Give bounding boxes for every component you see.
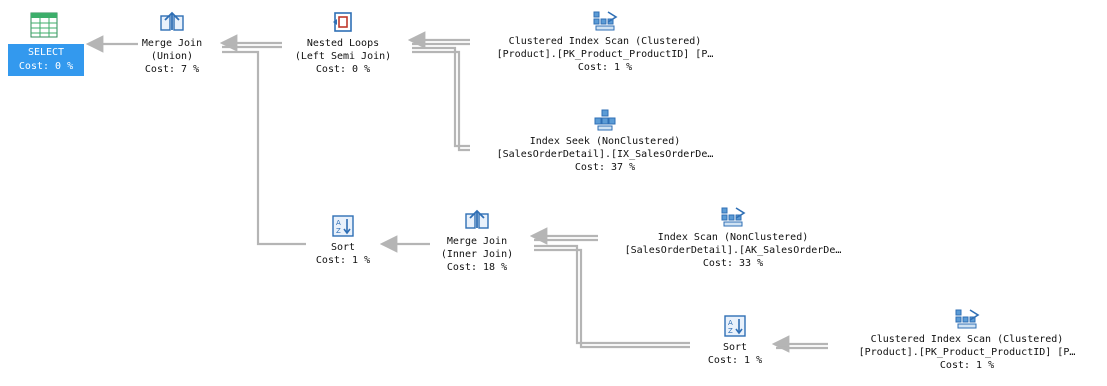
node-cost: Cost: 1 % bbox=[577, 62, 633, 73]
nested-loops-icon bbox=[330, 10, 356, 34]
merge-join-inner-node[interactable]: Merge Join (Inner Join) Cost: 18 % bbox=[424, 208, 530, 274]
node-cost: Cost: 0 % bbox=[315, 64, 371, 75]
sort-icon: A Z bbox=[330, 214, 356, 238]
node-subtitle: (Inner Join) bbox=[440, 249, 514, 260]
node-subtitle: (Left Semi Join) bbox=[294, 51, 392, 62]
index-scan-icon bbox=[720, 204, 746, 228]
clustered-index-scan-node-1[interactable]: Clustered Index Scan (Clustered) [Produc… bbox=[470, 8, 740, 74]
node-cost: Cost: 1 % bbox=[939, 360, 995, 371]
node-cost: Cost: 33 % bbox=[702, 258, 764, 269]
node-subtitle: [SalesOrderDetail].[IX_SalesOrderDe… bbox=[496, 149, 714, 160]
node-cost: Cost: 0 % bbox=[18, 61, 74, 72]
svg-text:A: A bbox=[336, 219, 341, 227]
node-subtitle: [Product].[PK_Product_ProductID] [P… bbox=[858, 347, 1076, 358]
node-cost: Cost: 18 % bbox=[446, 262, 508, 273]
clustered-index-scan-node-2[interactable]: Clustered Index Scan (Clustered) [Produc… bbox=[832, 306, 1102, 372]
index-scan-node[interactable]: Index Scan (NonClustered) [SalesOrderDet… bbox=[598, 204, 868, 270]
select-node[interactable]: SELECT Cost: 0 % bbox=[8, 44, 84, 76]
node-title: Clustered Index Scan (Clustered) bbox=[870, 334, 1064, 345]
index-seek-icon bbox=[592, 108, 618, 132]
merge-join-icon bbox=[464, 208, 490, 232]
sort-node-1[interactable]: A Z Sort Cost: 1 % bbox=[298, 214, 388, 267]
arrow-seek-to-nestedloops bbox=[412, 46, 470, 148]
node-title: Merge Join bbox=[446, 236, 508, 247]
node-title: Clustered Index Scan (Clustered) bbox=[508, 36, 702, 47]
arrow-sort2-to-mergejoin bbox=[534, 244, 690, 345]
table-grid-icon bbox=[30, 12, 58, 38]
node-cost: Cost: 1 % bbox=[707, 355, 763, 366]
sort-node-2[interactable]: A Z Sort Cost: 1 % bbox=[690, 314, 780, 367]
index-seek-node[interactable]: Index Seek (NonClustered) [SalesOrderDet… bbox=[470, 108, 740, 174]
arrow-sort1-to-mergejoin bbox=[222, 50, 306, 246]
node-title: Index Scan (NonClustered) bbox=[657, 232, 809, 243]
node-title: Merge Join bbox=[141, 38, 203, 49]
node-title: Sort bbox=[330, 242, 356, 253]
node-subtitle: [SalesOrderDetail].[AK_SalesOrderDe… bbox=[624, 245, 842, 256]
nested-loops-node[interactable]: Nested Loops (Left Semi Join) Cost: 0 % bbox=[278, 10, 408, 76]
clustered-index-scan-icon bbox=[592, 8, 618, 32]
node-title: Nested Loops bbox=[306, 38, 380, 49]
node-cost: Cost: 1 % bbox=[315, 255, 371, 266]
node-subtitle: (Union) bbox=[150, 51, 194, 62]
node-subtitle: [Product].[PK_Product_ProductID] [P… bbox=[496, 49, 714, 60]
node-cost: Cost: 37 % bbox=[574, 162, 636, 173]
node-title: Index Seek (NonClustered) bbox=[529, 136, 681, 147]
sort-icon: A Z bbox=[722, 314, 748, 338]
clustered-index-scan-icon bbox=[954, 306, 980, 330]
node-cost: Cost: 7 % bbox=[144, 64, 200, 75]
node-title: Sort bbox=[722, 342, 748, 353]
svg-text:Z: Z bbox=[728, 327, 733, 335]
svg-text:A: A bbox=[728, 319, 733, 327]
merge-join-union-node[interactable]: Merge Join (Union) Cost: 7 % bbox=[120, 10, 224, 76]
svg-text:Z: Z bbox=[336, 227, 341, 235]
merge-join-icon bbox=[159, 10, 185, 34]
node-title: SELECT bbox=[27, 47, 65, 58]
